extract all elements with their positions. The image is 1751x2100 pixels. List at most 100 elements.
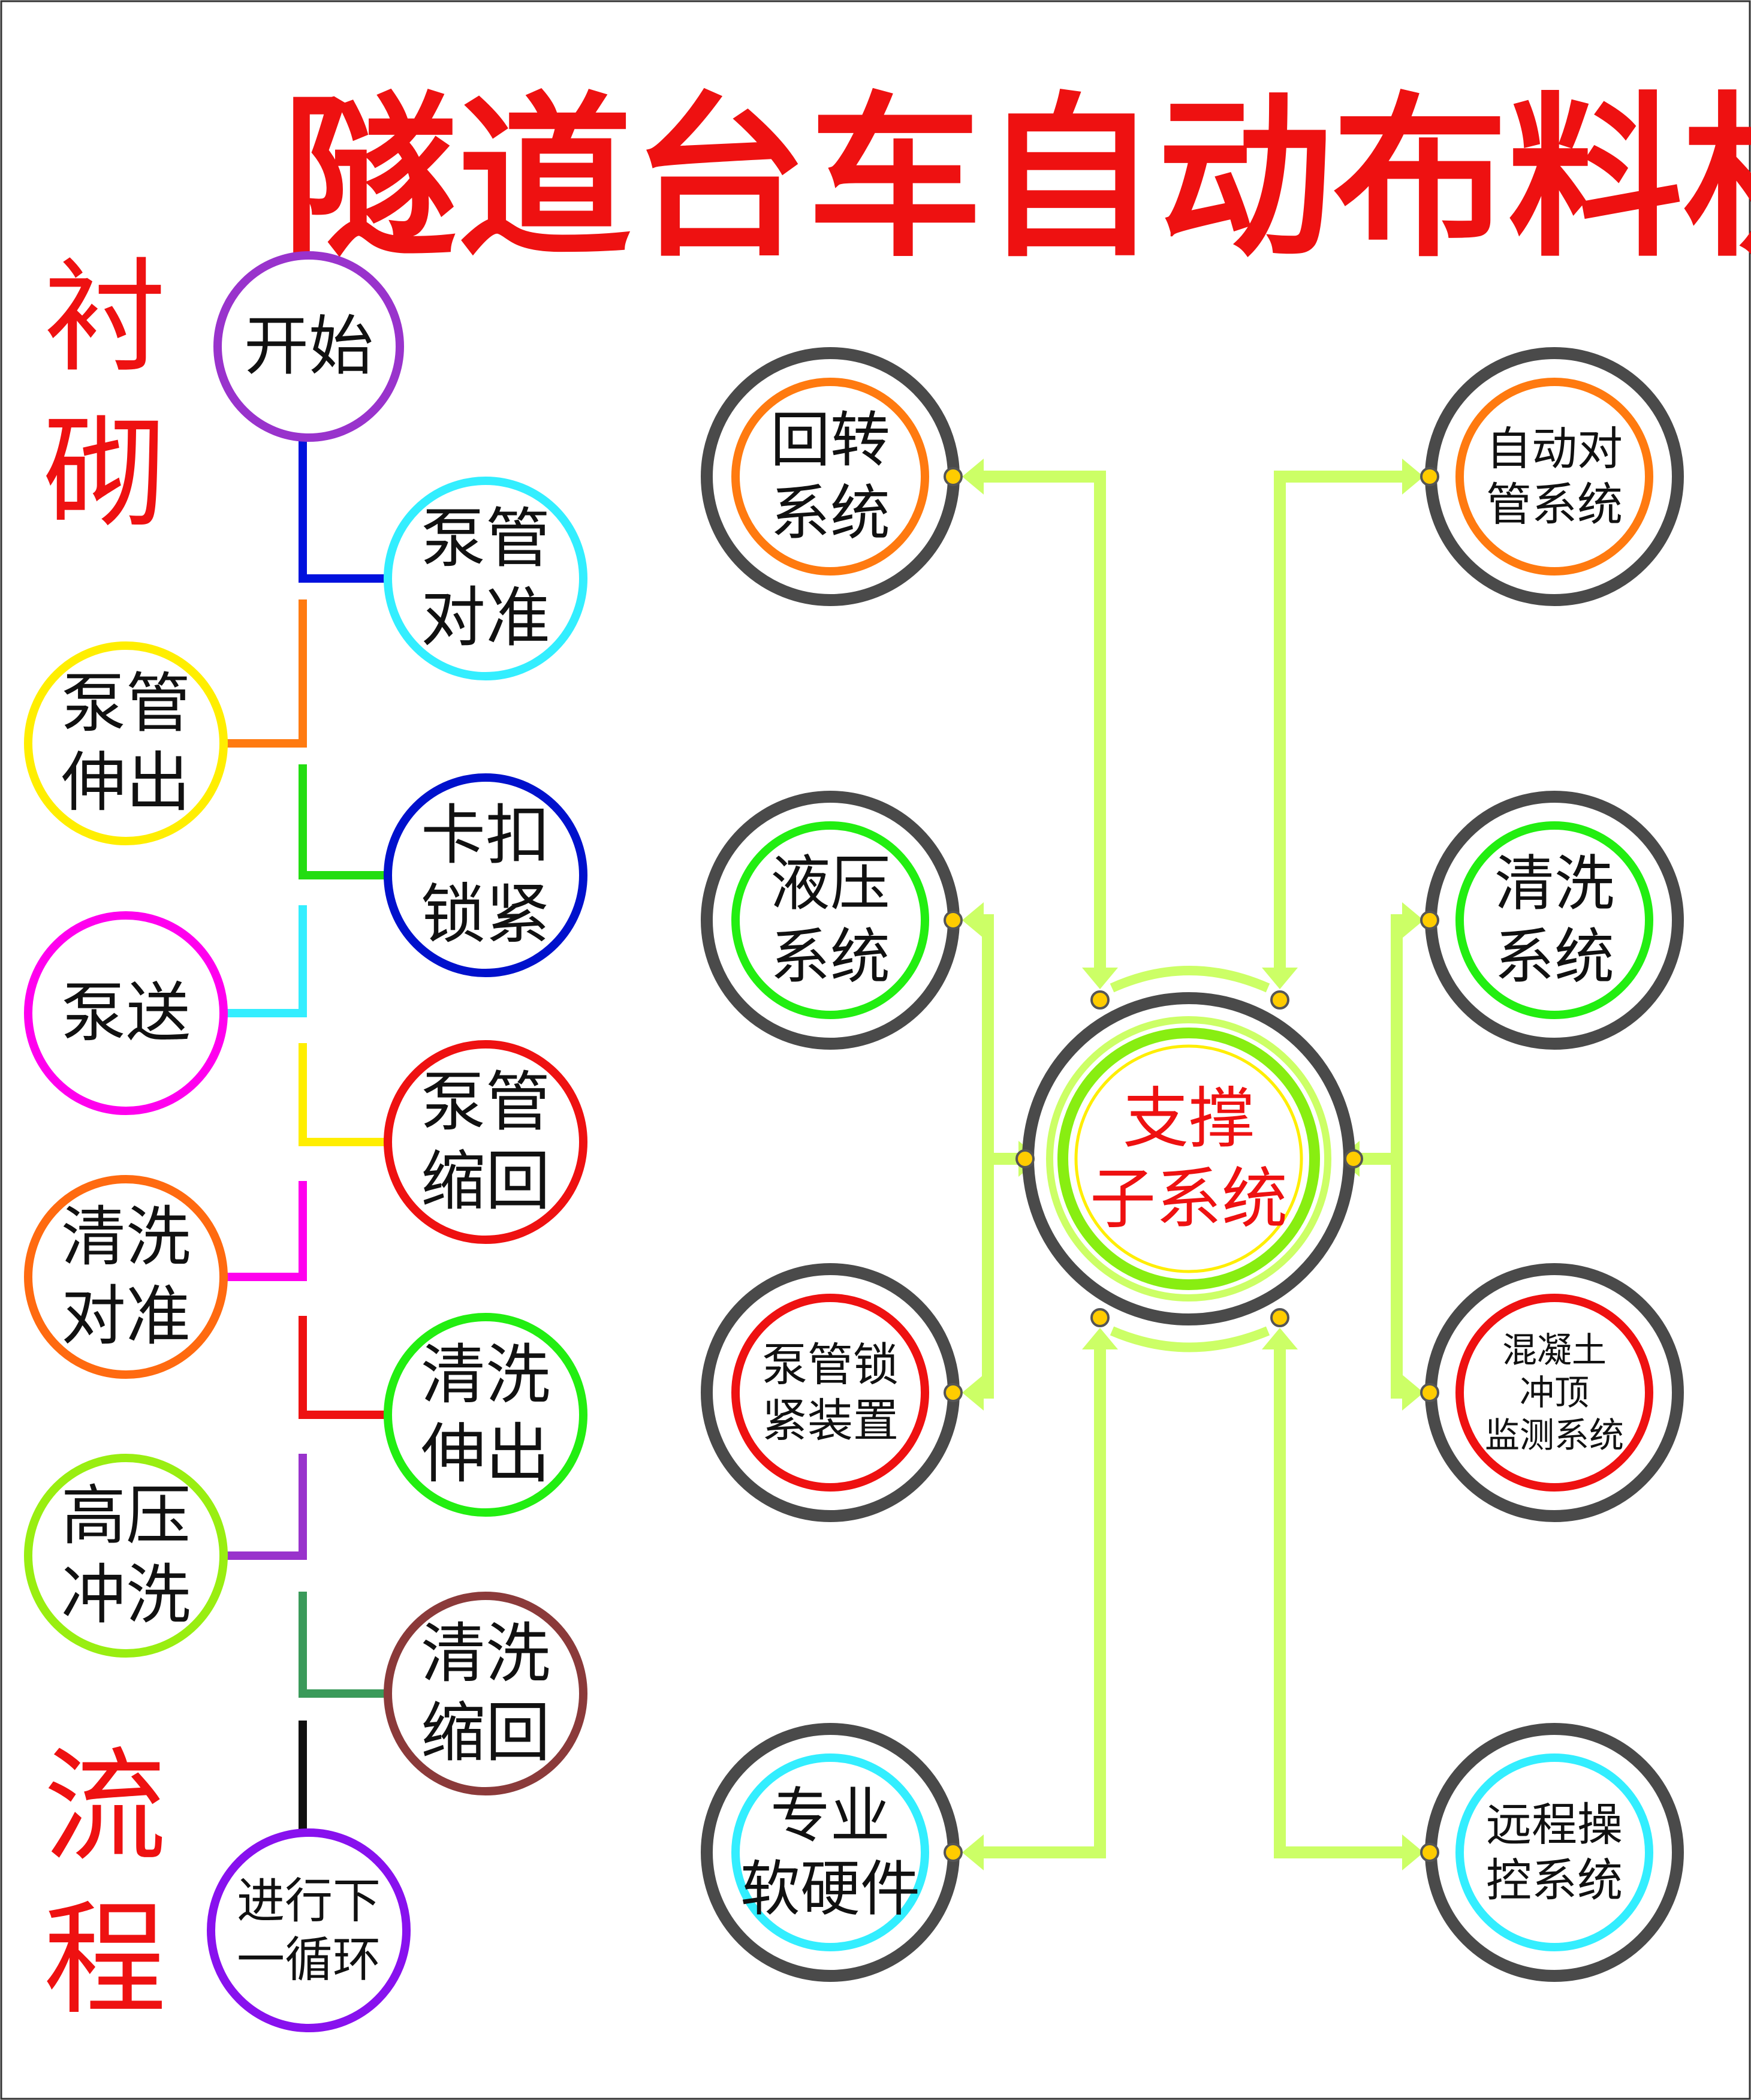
- process-step-label-line: 对准: [61, 1279, 191, 1354]
- page-title: 隧道台车自动布料机: [282, 77, 1751, 281]
- flow-connector: [299, 1592, 390, 1698]
- subsystem-inner-ring: [731, 821, 929, 1019]
- subsystem-inner-ring: [1455, 378, 1653, 576]
- subsystem-label-line: 系统: [770, 922, 890, 992]
- subsystem-inner-ring: [731, 1294, 929, 1492]
- side-label-process: 流: [44, 1736, 167, 1879]
- process-step-ring: [24, 641, 228, 845]
- subsystem-label-line: 液压: [770, 849, 890, 919]
- process-step-label-line: 伸出: [61, 745, 191, 820]
- subsystem-inner-ring: [731, 1753, 929, 1951]
- process-step-label-line: 开始: [244, 309, 373, 384]
- process-step-label-line: 清洗: [421, 1617, 550, 1692]
- flow-connector: [225, 1454, 307, 1560]
- side-label-process: 程: [44, 1889, 167, 2032]
- flow-connector: [299, 1316, 390, 1419]
- center-label-line: 支撑: [1123, 1080, 1255, 1157]
- process-step-ring: [384, 773, 587, 977]
- subsystem-label-line: 清洗: [1494, 849, 1614, 919]
- flow-connector: [299, 438, 390, 583]
- subsystem-label-line: 泵管锁: [762, 1338, 899, 1391]
- subsystem-label-line: 专业: [770, 1781, 890, 1851]
- process-step-pumping: 泵送: [24, 911, 228, 1115]
- subsystem-label-line: 回转: [770, 405, 890, 475]
- arrow-line: [971, 471, 1106, 971]
- connector-port: [1420, 1383, 1439, 1402]
- arrow-head: [1262, 1328, 1298, 1349]
- subsystem-inner-ring: [1455, 1294, 1653, 1492]
- arrow-arc: [1110, 1326, 1270, 1352]
- subsystem-label-line: 控系统: [1486, 1854, 1623, 1907]
- arrow-line: [971, 1346, 1106, 1858]
- connector-port: [944, 1383, 963, 1402]
- process-step-ring: [24, 911, 228, 1115]
- subsystem-inner-ring: [1455, 1753, 1653, 1951]
- connector-port: [1344, 1149, 1363, 1168]
- connector-port: [944, 467, 963, 486]
- arrow-head: [1402, 1834, 1424, 1870]
- flow-connector: [225, 905, 307, 1017]
- process-step-label-line: 卡扣: [421, 799, 550, 873]
- connector-port: [1015, 1149, 1035, 1168]
- process-step-label-line: 进行下: [237, 1873, 381, 1929]
- center-ring-mid: [1057, 1028, 1320, 1290]
- flow-connector: [225, 1181, 307, 1281]
- process-step-ring: [384, 1592, 587, 1795]
- center-ring-light: [1046, 1016, 1331, 1301]
- process-step-start: 开始: [213, 251, 404, 442]
- connector-port: [1420, 1843, 1439, 1862]
- process-step-label-line: 冲洗: [61, 1557, 191, 1632]
- arrow-head: [1082, 968, 1118, 989]
- process-step-label-line: 泵管: [421, 502, 550, 577]
- process-step-label-line: 泵送: [61, 976, 191, 1051]
- flow-connector: [225, 599, 307, 748]
- process-step-label-line: 清洗: [421, 1338, 550, 1413]
- arrow-head: [962, 1834, 984, 1870]
- connector-port: [1090, 1308, 1110, 1327]
- process-step-label-line: 高压: [61, 1479, 191, 1554]
- subsystem-label-line: 管系统: [1486, 478, 1623, 531]
- arrow-arc: [1110, 966, 1270, 993]
- process-step-ring: [384, 1313, 587, 1517]
- process-step-ring: [24, 1454, 228, 1658]
- arrow-head: [1402, 902, 1424, 938]
- process-step-label-line: 对准: [421, 580, 550, 655]
- process-step-label-line: 锁紧: [421, 877, 550, 952]
- process-step-label-line: 缩回: [421, 1144, 550, 1219]
- process-step-ring: [384, 1040, 587, 1244]
- subsystem-label-line: 系统: [1494, 922, 1614, 992]
- arrow-head: [1262, 968, 1298, 989]
- connector-port: [1420, 911, 1439, 930]
- arrow-line: [1274, 1346, 1415, 1858]
- process-step-label-line: 泵管: [421, 1065, 550, 1140]
- arrow-head: [962, 1375, 984, 1411]
- flow-connector: [299, 764, 390, 879]
- process-step-ring: [213, 251, 404, 442]
- subsystem-label-line: 监测系统: [1485, 1415, 1624, 1456]
- arrow-line: [1274, 471, 1415, 971]
- subsystem-label-line: 自动对: [1486, 422, 1623, 475]
- process-step-label-line: 缩回: [421, 1695, 550, 1770]
- connector-port: [944, 911, 963, 930]
- side-label-lining: 砌: [44, 402, 167, 545]
- arrow-head: [1402, 1375, 1424, 1411]
- process-step-label-line: 伸出: [421, 1417, 550, 1492]
- subsystem-label-line: 冲顶: [1520, 1372, 1589, 1413]
- arrow-head: [962, 459, 984, 495]
- side-label-lining: 衬: [44, 246, 167, 389]
- process-step-label-line: 清洗: [61, 1200, 191, 1275]
- process-step-ring: [207, 1828, 411, 2032]
- connector-port: [1270, 990, 1289, 1010]
